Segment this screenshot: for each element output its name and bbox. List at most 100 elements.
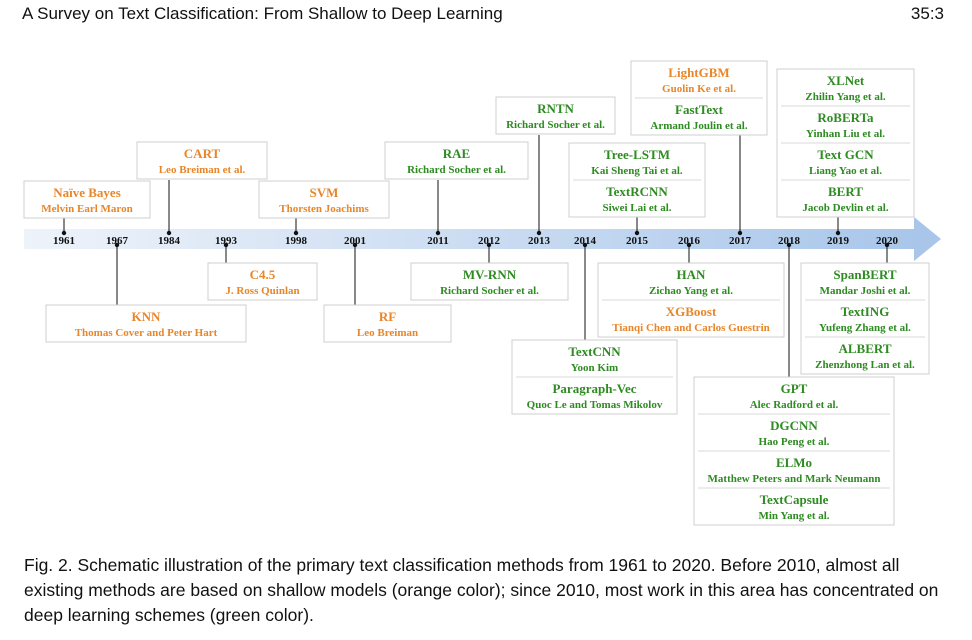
year-label-2017: 2017 <box>729 235 752 247</box>
method-group-box-1961 <box>23 180 151 219</box>
method-name-gpt: GPT <box>781 381 808 396</box>
method-authors-gpt: Alec Radford et al. <box>750 399 839 411</box>
year-label-1998: 1998 <box>285 235 308 247</box>
method-group-box-1993 <box>207 262 318 301</box>
method-name-dgcnn: DGCNN <box>770 418 818 433</box>
method-group-box-2020 <box>800 262 930 375</box>
year-marker-dot-2018 <box>786 242 792 248</box>
method-name-rntn: RNTN <box>537 101 574 116</box>
year-marker-dot-2001 <box>352 242 358 248</box>
year-marker-dot-1993 <box>223 242 229 248</box>
method-authors-text-gcn: Liang Yao et al. <box>809 165 882 177</box>
year-label-2014: 2014 <box>574 235 597 247</box>
method-authors-rae: Richard Socher et al. <box>407 164 506 176</box>
page-number: 35:3 <box>910 4 944 23</box>
year-label-1984: 1984 <box>158 235 181 247</box>
year-marker-dot-2020 <box>884 242 890 248</box>
method-name-tree-lstm: Tree-LSTM <box>604 147 670 162</box>
timeline-arrowhead <box>914 217 941 261</box>
method-authors-dgcnn: Hao Peng et al. <box>759 436 830 448</box>
method-name-albert: ALBERT <box>838 341 891 356</box>
year-label-2016: 2016 <box>678 235 701 247</box>
method-authors-textrcnn: Siwei Lai et al. <box>602 202 671 214</box>
year-marker-dot-2012 <box>486 242 492 248</box>
method-group-box-1984 <box>136 141 268 180</box>
method-group-box-2013 <box>495 96 616 135</box>
method-authors-mv-rnn: Richard Socher et al. <box>440 285 539 297</box>
method-authors-c4-5: J. Ross Quinlan <box>225 285 299 297</box>
method-authors-spanbert: Mandar Joshi et al. <box>820 285 911 297</box>
year-marker-dot-2017 <box>737 230 743 236</box>
year-marker-dot-2016 <box>686 242 692 248</box>
method-group-box-2012 <box>410 262 569 301</box>
method-authors-xgboost: Tianqi Chen and Carlos Guestrin <box>612 322 770 334</box>
year-marker-dot-1961 <box>61 230 67 236</box>
method-group-box-2011 <box>384 141 529 180</box>
year-label-2015: 2015 <box>626 235 649 247</box>
method-name-han: HAN <box>677 267 707 282</box>
year-marker-dot-2015 <box>634 230 640 236</box>
method-authors-fasttext: Armand Joulin et al. <box>650 120 747 132</box>
method-authors-elmo: Matthew Peters and Mark Neumann <box>708 473 881 485</box>
method-authors-knn: Thomas Cover and Peter Hart <box>75 327 218 339</box>
method-name-texting: TextING <box>841 304 890 319</box>
year-label-2018: 2018 <box>778 235 801 247</box>
method-name-textcapsule: TextCapsule <box>760 492 829 507</box>
year-marker-dot-1967 <box>114 242 120 248</box>
year-label-1961: 1961 <box>53 235 75 247</box>
method-authors-rntn: Richard Socher et al. <box>506 119 605 131</box>
method-name-lightgbm: LightGBM <box>668 65 729 80</box>
method-authors-bert: Jacob Devlin et al. <box>802 202 888 214</box>
method-name-rae: RAE <box>443 146 470 161</box>
method-group-box-2001 <box>323 304 452 343</box>
method-name-na-ve-bayes: Naïve Bayes <box>53 185 121 200</box>
method-authors-rf: Leo Breiman <box>357 327 418 339</box>
method-name-fasttext: FastText <box>675 102 724 117</box>
method-authors-svm: Thorsten Joachims <box>279 203 369 215</box>
method-authors-xlnet: Zhilin Yang et al. <box>805 91 886 103</box>
method-name-bert: BERT <box>828 184 863 199</box>
method-name-spanbert: SpanBERT <box>833 267 896 282</box>
method-group-box-1998 <box>258 180 390 219</box>
method-authors-textcnn: Yoon Kim <box>571 362 618 374</box>
method-authors-albert: Zhenzhong Lan et al. <box>815 359 915 371</box>
method-authors-texting: Yufeng Zhang et al. <box>819 322 911 334</box>
year-marker-dot-1984 <box>166 230 172 236</box>
method-name-xgboost: XGBoost <box>666 304 717 319</box>
figure-caption: Fig. 2. Schematic illustration of the pr… <box>24 555 939 625</box>
year-marker-dot-2013 <box>536 230 542 236</box>
method-name-knn: KNN <box>132 309 162 324</box>
method-group-box-1967 <box>45 304 247 343</box>
method-name-xlnet: XLNet <box>827 73 865 88</box>
method-authors-cart: Leo Breiman et al. <box>159 164 246 176</box>
method-name-textrcnn: TextRCNN <box>606 184 668 199</box>
year-label-2013: 2013 <box>528 235 551 247</box>
year-marker-dot-2014 <box>582 242 588 248</box>
method-authors-textcapsule: Min Yang et al. <box>758 510 829 522</box>
timeline-axis-band <box>24 229 916 249</box>
year-label-1993: 1993 <box>215 235 238 247</box>
method-name-paragraph-vec: Paragraph-Vec <box>552 381 636 396</box>
year-marker-dot-2019 <box>835 230 841 236</box>
method-name-svm: SVM <box>310 185 339 200</box>
method-authors-na-ve-bayes: Melvin Earl Maron <box>41 203 132 215</box>
year-label-2011: 2011 <box>427 235 448 247</box>
method-name-rf: RF <box>379 309 396 324</box>
method-authors-tree-lstm: Kai Sheng Tai et al. <box>591 165 683 177</box>
year-label-2012: 2012 <box>478 235 501 247</box>
method-authors-paragraph-vec: Quoc Le and Tomas Mikolov <box>527 399 663 411</box>
method-authors-lightgbm: Guolin Ke et al. <box>662 83 736 95</box>
method-name-mv-rnn: MV-RNN <box>463 267 517 282</box>
method-name-cart: CART <box>184 146 221 161</box>
year-label-2001: 2001 <box>344 235 366 247</box>
year-marker-dot-2011 <box>435 230 441 236</box>
year-label-2019: 2019 <box>827 235 850 247</box>
method-name-elmo: ELMo <box>776 455 812 470</box>
method-name-c4-5: C4.5 <box>250 267 276 282</box>
year-label-2020: 2020 <box>876 235 899 247</box>
method-name-text-gcn: Text GCN <box>817 147 874 162</box>
method-authors-han: Zichao Yang et al. <box>649 285 733 297</box>
method-name-textcnn: TextCNN <box>568 344 621 359</box>
year-label-1967: 1967 <box>106 235 129 247</box>
